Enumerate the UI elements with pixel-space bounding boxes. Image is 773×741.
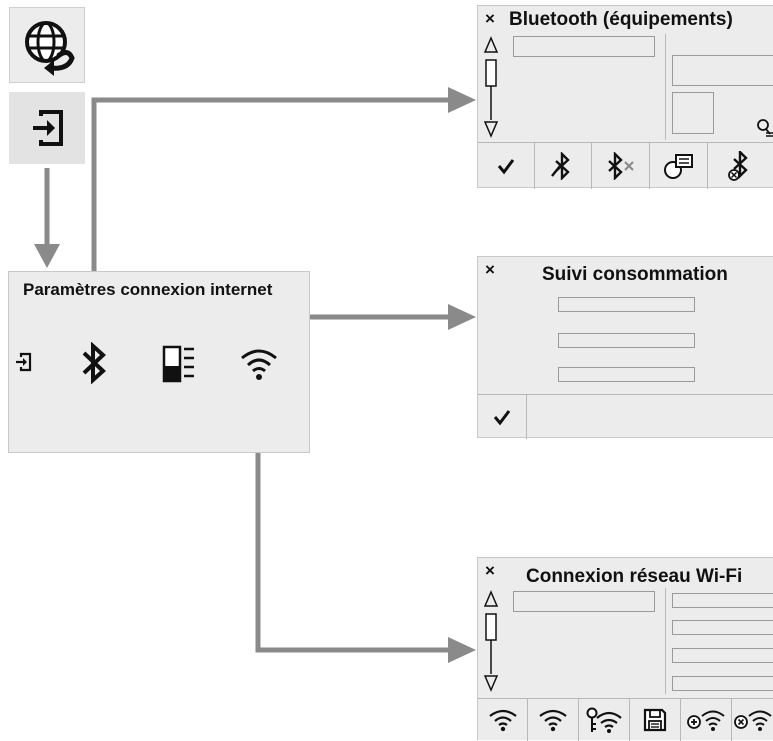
- save-button[interactable]: [630, 699, 681, 741]
- device-card-button[interactable]: [650, 143, 708, 189]
- main-settings-panel: Paramètres connexion internet: [8, 271, 310, 453]
- bluetooth-icon[interactable]: [79, 342, 109, 384]
- save-icon: [643, 708, 667, 732]
- add-network-button[interactable]: [681, 699, 732, 741]
- scrollbar[interactable]: [483, 590, 499, 694]
- consumption-toolbar: [478, 395, 773, 439]
- page-title: Paramètres connexion internet: [23, 280, 273, 299]
- exit-tile[interactable]: [9, 92, 85, 164]
- wifi-scan-button[interactable]: [478, 699, 528, 741]
- pair-button[interactable]: [535, 143, 592, 189]
- exit-icon[interactable]: [13, 351, 35, 373]
- network-field-4[interactable]: [672, 676, 773, 691]
- search-list-icon[interactable]: [756, 118, 773, 138]
- scrollbar[interactable]: [483, 36, 499, 140]
- network-field-1[interactable]: [672, 593, 773, 608]
- panel-title: Suivi consommation: [542, 264, 728, 285]
- wifi-add-icon: [687, 710, 725, 731]
- device-list-field[interactable]: [513, 36, 655, 57]
- bluetooth-toolbar: [478, 143, 773, 189]
- remove-device-button[interactable]: [708, 143, 773, 189]
- check-icon: [497, 159, 515, 175]
- panel-title: Bluetooth (équipements): [509, 9, 733, 30]
- globe-return-icon: [25, 21, 75, 76]
- consumption-panel: × Suivi consommation: [477, 256, 773, 439]
- wifi-icon: [488, 709, 517, 732]
- wifi-connect-button[interactable]: [528, 699, 579, 741]
- consumption-field-2: [558, 333, 695, 348]
- wifi-icon: [539, 709, 567, 732]
- close-icon[interactable]: ×: [485, 561, 495, 580]
- consumption-icon[interactable]: [161, 344, 199, 384]
- consumption-field-3: [558, 367, 695, 382]
- exit-icon: [33, 110, 63, 146]
- internet-settings-tile[interactable]: [9, 7, 85, 83]
- wifi-icon[interactable]: [239, 346, 279, 382]
- unpair-button[interactable]: [592, 143, 650, 189]
- wifi-panel: × Connexion réseau Wi-Fi: [477, 557, 773, 741]
- close-icon[interactable]: ×: [485, 9, 495, 28]
- bluetooth-panel: × Bluetooth (équipements): [477, 5, 773, 189]
- wifi-key-icon: [586, 707, 622, 733]
- bluetooth-pair-icon: [551, 152, 570, 180]
- close-icon[interactable]: ×: [485, 260, 495, 279]
- network-field-3[interactable]: [672, 648, 773, 663]
- device-name-field[interactable]: [672, 55, 773, 86]
- device-card-icon: [663, 154, 693, 179]
- confirm-button[interactable]: [478, 395, 527, 439]
- network-field-2[interactable]: [672, 620, 773, 635]
- wifi-key-button[interactable]: [579, 699, 630, 741]
- network-list-field[interactable]: [513, 591, 655, 612]
- device-info-field[interactable]: [672, 92, 714, 134]
- wifi-remove-icon: [734, 710, 772, 731]
- confirm-button[interactable]: [478, 143, 535, 189]
- wifi-toolbar: [478, 699, 773, 741]
- check-icon: [493, 410, 511, 426]
- panel-title: Connexion réseau Wi-Fi: [526, 566, 743, 587]
- remove-network-button[interactable]: [732, 699, 773, 741]
- bluetooth-unpair-icon: [607, 152, 634, 180]
- consumption-field-1: [558, 297, 695, 312]
- bluetooth-remove-icon: [728, 151, 748, 181]
